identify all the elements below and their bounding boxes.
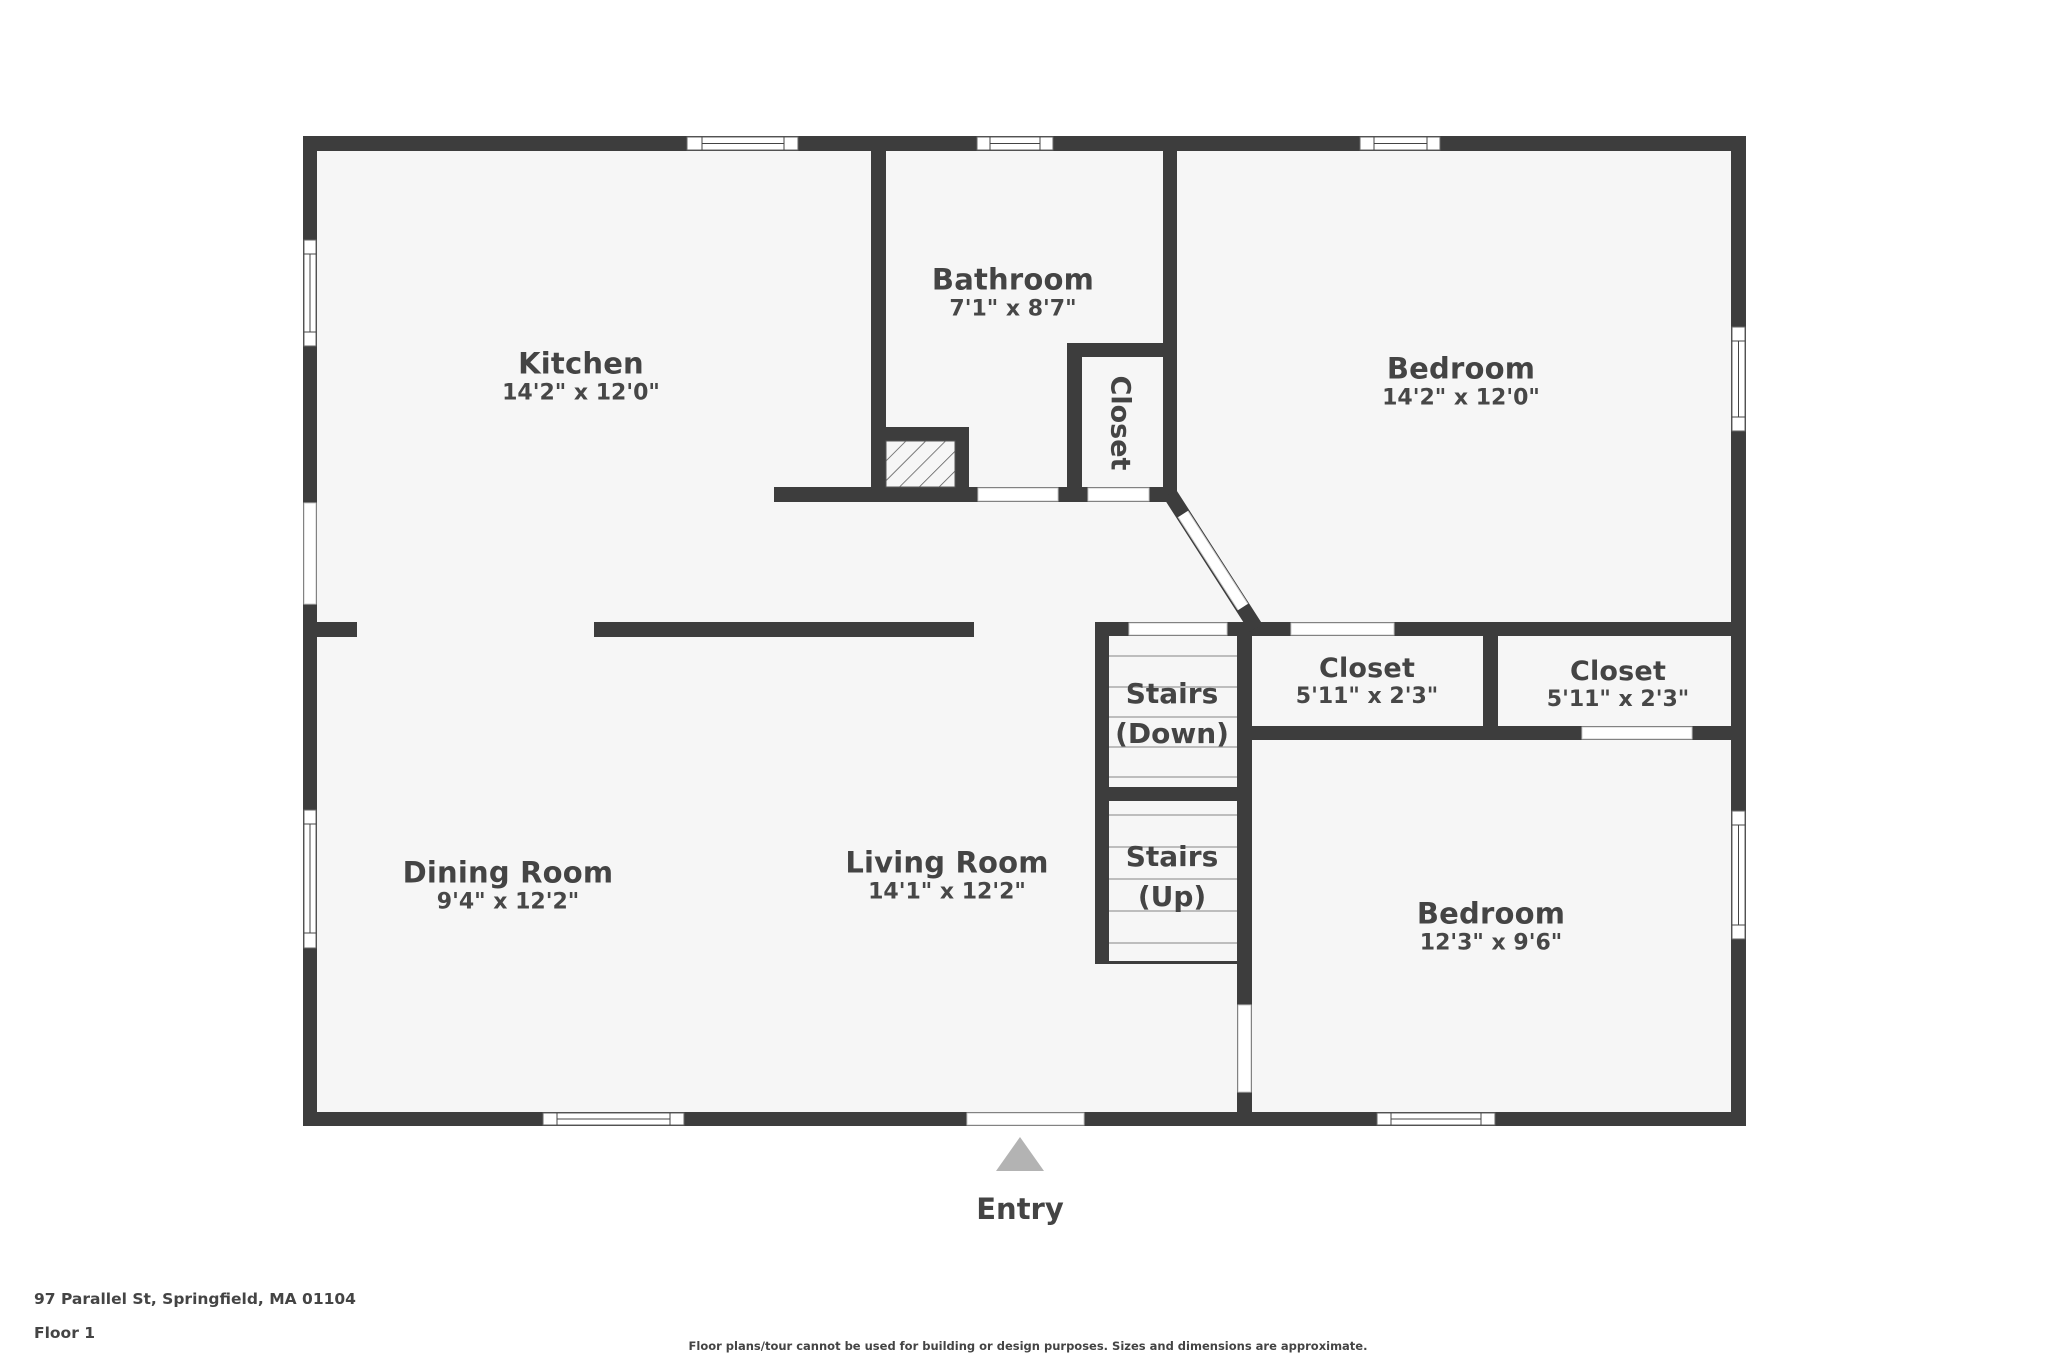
bath-right-wall: [1163, 136, 1177, 502]
window-kitchen-left: [303, 239, 317, 347]
entry-arrow-icon: [996, 1137, 1044, 1171]
kitchen-bath-wall: [871, 136, 886, 502]
room-name: Bathroom: [931, 262, 1095, 297]
stairs-direction: (Down): [1115, 717, 1229, 750]
room-label-stairs-down: Stairs (Down): [1115, 674, 1229, 754]
stairs-direction: (Up): [1137, 880, 1207, 913]
kitchen-side-door: [303, 502, 317, 605]
bath-closet-top: [1067, 343, 1177, 357]
room-label-closet-1: Closet 5'11" x 2'3": [1296, 653, 1438, 709]
window-kitchen-top: [686, 136, 799, 151]
room-label-bedroom-2: Bedroom 12'3" x 9'6": [1417, 897, 1565, 956]
window-bathroom-top: [976, 136, 1054, 151]
room-label-dining-room: Dining Room 9'4" x 12'2": [403, 856, 614, 915]
room-label-closet-2: Closet 5'11" x 2'3": [1547, 656, 1689, 712]
room-name: Bedroom: [1386, 351, 1536, 386]
room-dimensions: 7'1" x 8'7": [949, 296, 1077, 322]
room-dimensions: 14'1" x 12'2": [868, 879, 1026, 905]
window-bedroom-1-right: [1731, 326, 1746, 432]
room-label-bedroom-1: Bedroom 14'2" x 12'0": [1382, 352, 1540, 411]
living-kitchen-wall: [594, 622, 974, 637]
room-dimensions: 14'2" x 12'0": [1382, 385, 1540, 411]
room-name: Bedroom: [1416, 896, 1566, 931]
window-dining-left: [303, 809, 317, 949]
stairs-middle-wall: [1095, 787, 1252, 801]
bedroom-2-side-door: [1237, 1004, 1252, 1093]
room-label-bath-closet: Closet: [1104, 375, 1136, 471]
stairs-top-door: [1128, 622, 1228, 636]
room-name: Stairs: [1125, 840, 1219, 873]
window-bedroom-1-top: [1359, 136, 1441, 151]
stairs-bottom-line: [1095, 961, 1252, 964]
closet-2-door: [1581, 726, 1693, 740]
window-dining-bottom: [542, 1112, 685, 1126]
property-address: 97 Parallel St, Springfield, MA 01104: [34, 1290, 356, 1308]
room-label-stairs-up: Stairs (Up): [1126, 837, 1219, 917]
entry-door: [966, 1112, 1085, 1126]
stairs-right-wall: [1237, 622, 1252, 1126]
dining-wall-stub: [303, 622, 357, 637]
floor-label: Floor 1: [34, 1324, 96, 1342]
room-name: Closet: [1569, 656, 1667, 687]
bath-closet-door: [1087, 487, 1150, 502]
closet-divider-wall: [1483, 622, 1498, 740]
bath-closet-left: [1067, 343, 1082, 502]
room-dimensions: 14'2" x 12'0": [502, 380, 660, 406]
room-dimensions: 12'3" x 9'6": [1419, 930, 1563, 956]
room-dimensions: 5'11" x 2'3": [1546, 687, 1690, 712]
entry-label: Entry: [976, 1192, 1064, 1226]
room-label-bathroom: Bathroom 7'1" x 8'7": [932, 263, 1094, 322]
closet-1-door: [1290, 622, 1395, 636]
room-name: Living Room: [845, 845, 1049, 880]
room-name: Closet: [1318, 653, 1416, 684]
window-bedroom-2-right: [1731, 810, 1746, 940]
stair-treads: [1109, 655, 1237, 944]
room-label-living-room: Living Room 14'1" x 12'2": [845, 846, 1048, 905]
windows: [303, 136, 1746, 1126]
door-openings: [303, 487, 1693, 1126]
room-name: Dining Room: [402, 855, 614, 890]
room-label-kitchen: Kitchen 14'2" x 12'0": [502, 347, 660, 406]
room-name: Kitchen: [518, 346, 644, 381]
room-dimensions: 9'4" x 12'2": [436, 889, 580, 915]
disclaimer-text: Floor plans/tour cannot be used for buil…: [688, 1339, 1368, 1353]
room-name: Stairs: [1125, 677, 1219, 710]
chimney-top: [871, 427, 969, 441]
chimney-right: [955, 427, 969, 502]
window-bedroom-2-bottom: [1376, 1112, 1496, 1126]
chimney-hatch: [885, 440, 956, 488]
bath-door: [977, 487, 1059, 502]
room-dimensions: 5'11" x 2'3": [1295, 684, 1439, 709]
diagonal-door: [1177, 510, 1249, 611]
